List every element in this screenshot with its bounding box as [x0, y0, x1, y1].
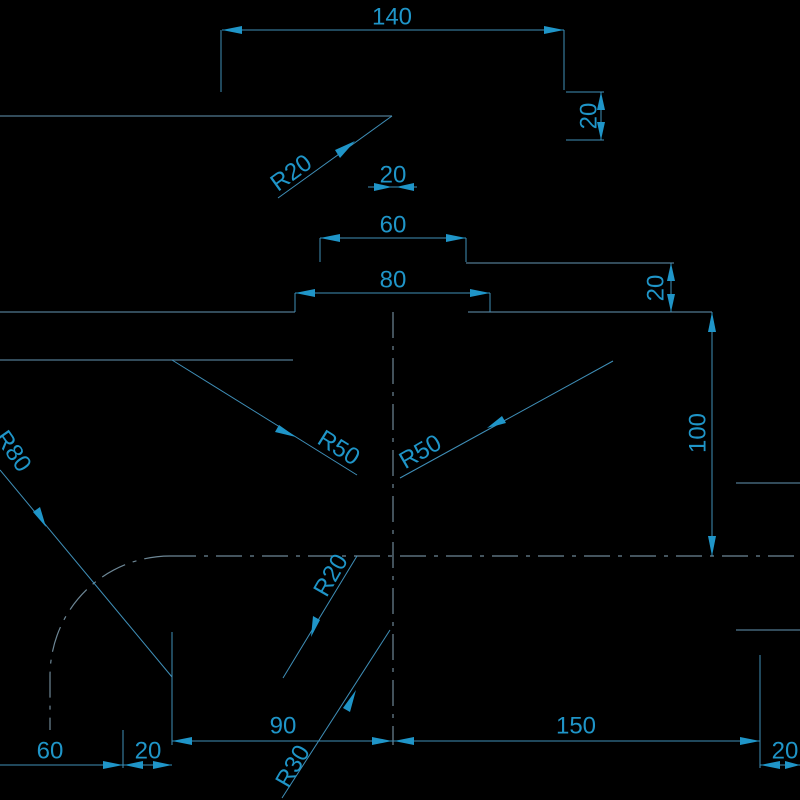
arrow-icon	[172, 737, 192, 745]
arrow-icon	[222, 26, 242, 34]
arrow-icon	[33, 507, 46, 527]
arrow-icon	[311, 616, 320, 637]
arrow-icon	[667, 263, 675, 281]
label-100: 100	[684, 413, 711, 453]
arrow-icon	[597, 92, 605, 110]
label-r20-upper: R20	[266, 149, 317, 197]
arrow-icon	[708, 312, 716, 332]
label-20-step: 20	[642, 275, 669, 302]
label-150: 150	[556, 712, 596, 739]
arrow-icon	[335, 141, 355, 158]
label-20-top: 20	[575, 103, 602, 130]
arrow-icon	[597, 122, 605, 140]
label-20-small: 20	[380, 161, 407, 188]
arrow-icon	[785, 761, 800, 769]
label-r50-right: R50	[395, 429, 447, 474]
label-20-bottom-right: 20	[772, 737, 799, 764]
arrow-icon	[124, 761, 143, 769]
r80-leader	[0, 469, 173, 678]
arrow-icon	[396, 183, 414, 191]
dashed-arc	[49, 555, 171, 730]
arrow-icon	[760, 761, 780, 769]
arrow-icon	[708, 536, 716, 556]
label-80: 80	[380, 266, 407, 293]
r50-left-leader	[171, 359, 358, 476]
label-r50-left: R50	[313, 425, 365, 471]
arrow-icon	[295, 289, 315, 297]
arrow-icon	[470, 289, 490, 297]
arrow-icon	[153, 761, 172, 769]
label-r20-lower: R20	[308, 550, 353, 602]
arrow-icon	[394, 737, 414, 745]
geometry	[0, 115, 800, 745]
arrow-icon	[667, 294, 675, 312]
arrow-icon	[320, 234, 340, 242]
arrow-icon	[343, 690, 356, 712]
r20-lower-leader	[282, 555, 358, 679]
r50-right-leader	[399, 360, 614, 479]
arrow-icon	[275, 425, 296, 437]
dimension-lines	[0, 29, 800, 799]
arrow-icon	[374, 183, 392, 191]
label-20-bottom-left: 20	[135, 737, 162, 764]
arrow-icon	[103, 761, 123, 769]
arrow-icon	[740, 737, 760, 745]
arrow-icon	[544, 26, 564, 34]
r30-leader	[281, 629, 391, 799]
dimension-labels: 140 20 R20 20 60 80 20 R50 R50 100 R80 R…	[0, 3, 798, 792]
label-r80: R80	[0, 426, 37, 478]
arrowheads	[33, 26, 800, 769]
r20-upper-leader	[277, 115, 393, 199]
arrow-icon	[372, 737, 392, 745]
label-90: 90	[270, 712, 297, 739]
label-60-bottom: 60	[37, 737, 64, 764]
label-140: 140	[372, 3, 412, 30]
arrow-icon	[446, 234, 466, 242]
label-r30: R30	[270, 741, 315, 793]
arrow-icon	[487, 416, 506, 428]
label-60: 60	[380, 211, 407, 238]
